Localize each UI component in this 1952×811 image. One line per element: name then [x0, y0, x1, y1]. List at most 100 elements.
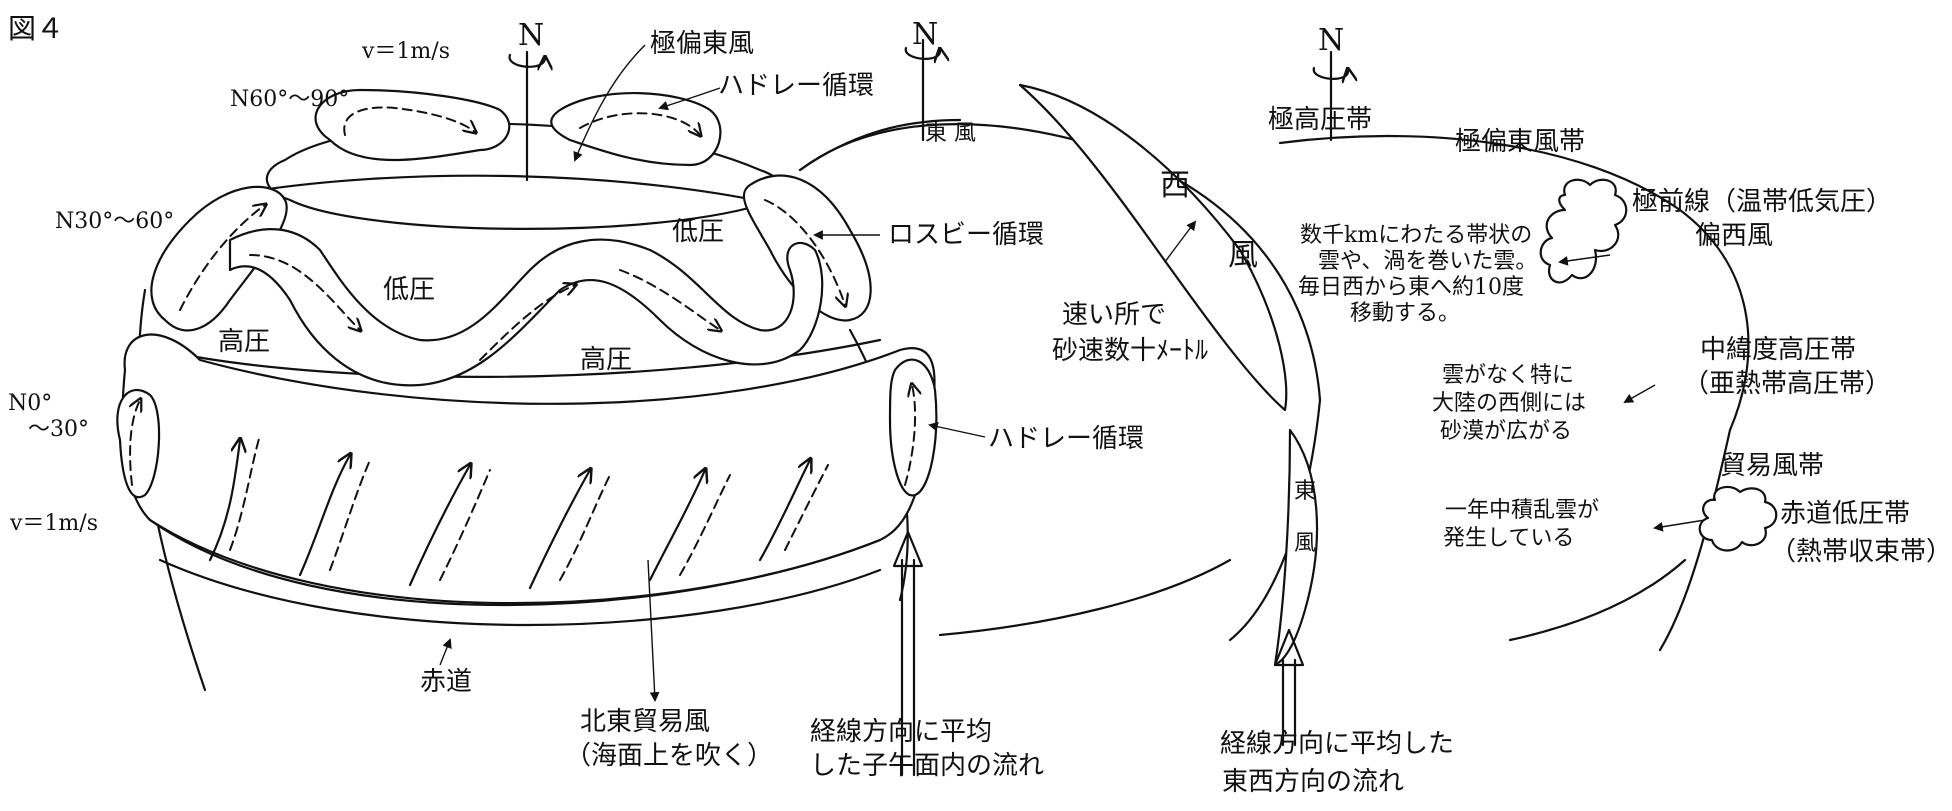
north-label-left: N: [518, 18, 544, 53]
leader-equator: [439, 638, 452, 666]
front-note-2: 雲や、渦を巻いた雲。: [1318, 249, 1537, 274]
leader-desert: [1623, 384, 1656, 403]
westerlies-label: 偏西風: [1695, 221, 1773, 251]
zonal-label-2: 東西方向の流れ: [1222, 767, 1404, 797]
west-wind-char-1: 西: [1160, 168, 1190, 203]
right-panel-pressure-belts: [1278, 50, 1778, 652]
front-note-4: 移動する。: [1350, 301, 1460, 326]
equatorial-low-label-2: （熱帯収束帯）: [1770, 537, 1952, 567]
high-pressure-left: 高圧: [218, 327, 270, 357]
zonal-arrow-head: [1273, 628, 1305, 667]
polar-cell-left: [314, 88, 511, 162]
leader-hadley-top: [658, 87, 721, 111]
meridional-arrow-shaft: [900, 558, 916, 777]
subtropical-high-label-2: （亜熱帯高圧帯）: [1683, 369, 1891, 399]
polar-easterlies-label: 極偏東風: [650, 29, 754, 59]
polar-cell-right-flow: [579, 112, 700, 135]
desert-note-2: 大陸の西側には: [1432, 391, 1586, 416]
lat-30-60-label: N30°〜60°: [55, 209, 174, 234]
desert-note-1: 雲がなく特に: [1442, 363, 1574, 388]
rossby-flow-2: [619, 269, 720, 330]
left-panel-labels: N v＝1m/s N60°〜90° N30°〜60° N0° 〜30° v＝1m…: [8, 18, 1144, 781]
north-label-middle: N: [912, 17, 938, 52]
east-wind-bottom-1: 東: [1294, 479, 1316, 504]
trade-band-bottom: [148, 518, 882, 605]
front-note-1: 数千kmにわたる帯状の: [1300, 223, 1532, 248]
polar-cell-right: [550, 91, 722, 167]
low-pressure-right: 低圧: [672, 217, 724, 247]
west-wind-char-2: 風: [1228, 238, 1258, 273]
hadley-top-label: ハドレー循環: [718, 71, 874, 101]
rossby-wave-band: [228, 228, 824, 387]
itcz-cloud: [1698, 485, 1778, 552]
high-pressure-center: 高圧: [580, 345, 632, 375]
leader-hadley-right: [928, 421, 986, 438]
equator-label: 赤道: [420, 667, 472, 697]
leader-polar-front: [1558, 254, 1611, 266]
rossby-flow-3: [479, 285, 575, 361]
polar-front-label: 極前線（温帯低気圧）: [1632, 187, 1892, 217]
polar-front-cloud: [1539, 178, 1628, 284]
velocity-label-top: v＝1m/s: [361, 39, 450, 64]
hadley-cell-right: [888, 358, 938, 497]
north-label-right: N: [1318, 23, 1344, 58]
meridional-label-1: 経線方向に平均: [810, 717, 992, 747]
subtropical-high-label-1: 中緯度高圧帯: [1700, 335, 1856, 365]
zonal-arrow-shaft: [1281, 658, 1297, 747]
ne-trade-label-2: （海面上を吹く）: [565, 741, 773, 771]
cumulonimbus-note-2: 発生している: [1443, 526, 1574, 551]
velocity-label-bottom: v＝1m/s: [9, 511, 98, 536]
meridional-label-2: した子午面内の流れ: [810, 751, 1044, 781]
front-note-3: 毎日西から東へ約10度: [1298, 275, 1524, 300]
equatorial-low-label-1: 赤道低圧帯: [1780, 499, 1910, 529]
polar-cell-left-flow: [343, 106, 475, 136]
right-panel-labels: N 極高圧帯 極偏東風帯 極前線（温帯低気圧） 偏西風 数千kmにわたる帯状の …: [1268, 23, 1952, 567]
lat-0-30-label-1: N0°: [8, 391, 52, 416]
leader-itcz: [1653, 519, 1706, 532]
middle-panel-zonal-wind: [798, 38, 1322, 747]
middle-globe-base: [938, 558, 1232, 637]
speed-label-1: 速い所で: [1062, 300, 1166, 330]
ne-trade-label-1: 北東貿易風: [580, 707, 710, 737]
band-30-60-top: [228, 174, 802, 212]
polar-high-label: 極高圧帯: [1268, 105, 1372, 135]
hadley-right-flow: [904, 385, 915, 486]
cumulonimbus-note-1: 一年中積乱雲が: [1445, 498, 1599, 523]
trade-wind-belt-label: 貿易風帯: [1720, 451, 1824, 481]
equator-line: [158, 558, 882, 627]
desert-note-3: 砂漠が広がる: [1440, 419, 1572, 444]
rotation-arrow-right: [1312, 68, 1348, 79]
right-globe-outline: [1278, 134, 1750, 432]
ferrel-cell-left: [150, 185, 288, 332]
leader-speed: [1164, 220, 1197, 263]
speed-label-2: 砂速数十ﾒｰﾄﾙ: [1052, 336, 1208, 366]
lat-0-30-label-2: 〜30°: [28, 417, 89, 442]
low-pressure-left: 低圧: [383, 275, 435, 305]
rotation-arrow-middle: [904, 48, 940, 59]
polar-easterly-band-edge: [798, 118, 962, 172]
hadley-cell-left: [116, 388, 161, 499]
right-globe-base: [1508, 558, 1687, 642]
east-wind-bottom-2: 風: [1294, 531, 1316, 556]
polar-easterly-belt-label: 極偏東風帯: [1455, 127, 1585, 157]
ferrel-cell-right-flow: [764, 199, 845, 305]
tropical-easterly-crescent: [1273, 428, 1319, 667]
westerly-crescent: [1018, 83, 1288, 412]
hadley-right-label: ハドレー循環: [988, 424, 1144, 454]
meridional-arrow-head: [892, 530, 924, 568]
leader-ne-trade: [647, 559, 660, 702]
east-wind-top-label: 東 風: [925, 121, 976, 146]
trade-wind-arrows: [208, 434, 829, 590]
leader-polar-easterlies: [573, 44, 646, 162]
left-panel-globe: [116, 44, 986, 777]
middle-panel-labels: N 東 風 西 風 速い所で 砂速数十ﾒｰﾄﾙ 東 風 経線方向に平均した 東西…: [912, 17, 1454, 797]
ferrel-cell-left-flow: [179, 205, 265, 311]
rotation-arrow-left: [508, 53, 545, 67]
zonal-label-1: 経線方向に平均した: [1220, 729, 1454, 759]
rossby-label: ロスビー循環: [888, 220, 1044, 250]
figure-title: 図４: [8, 12, 64, 45]
rossby-flow-1: [249, 254, 360, 330]
lat-60-90-label: N60°〜90°: [230, 87, 349, 112]
right-globe-lower: [1658, 428, 1732, 652]
